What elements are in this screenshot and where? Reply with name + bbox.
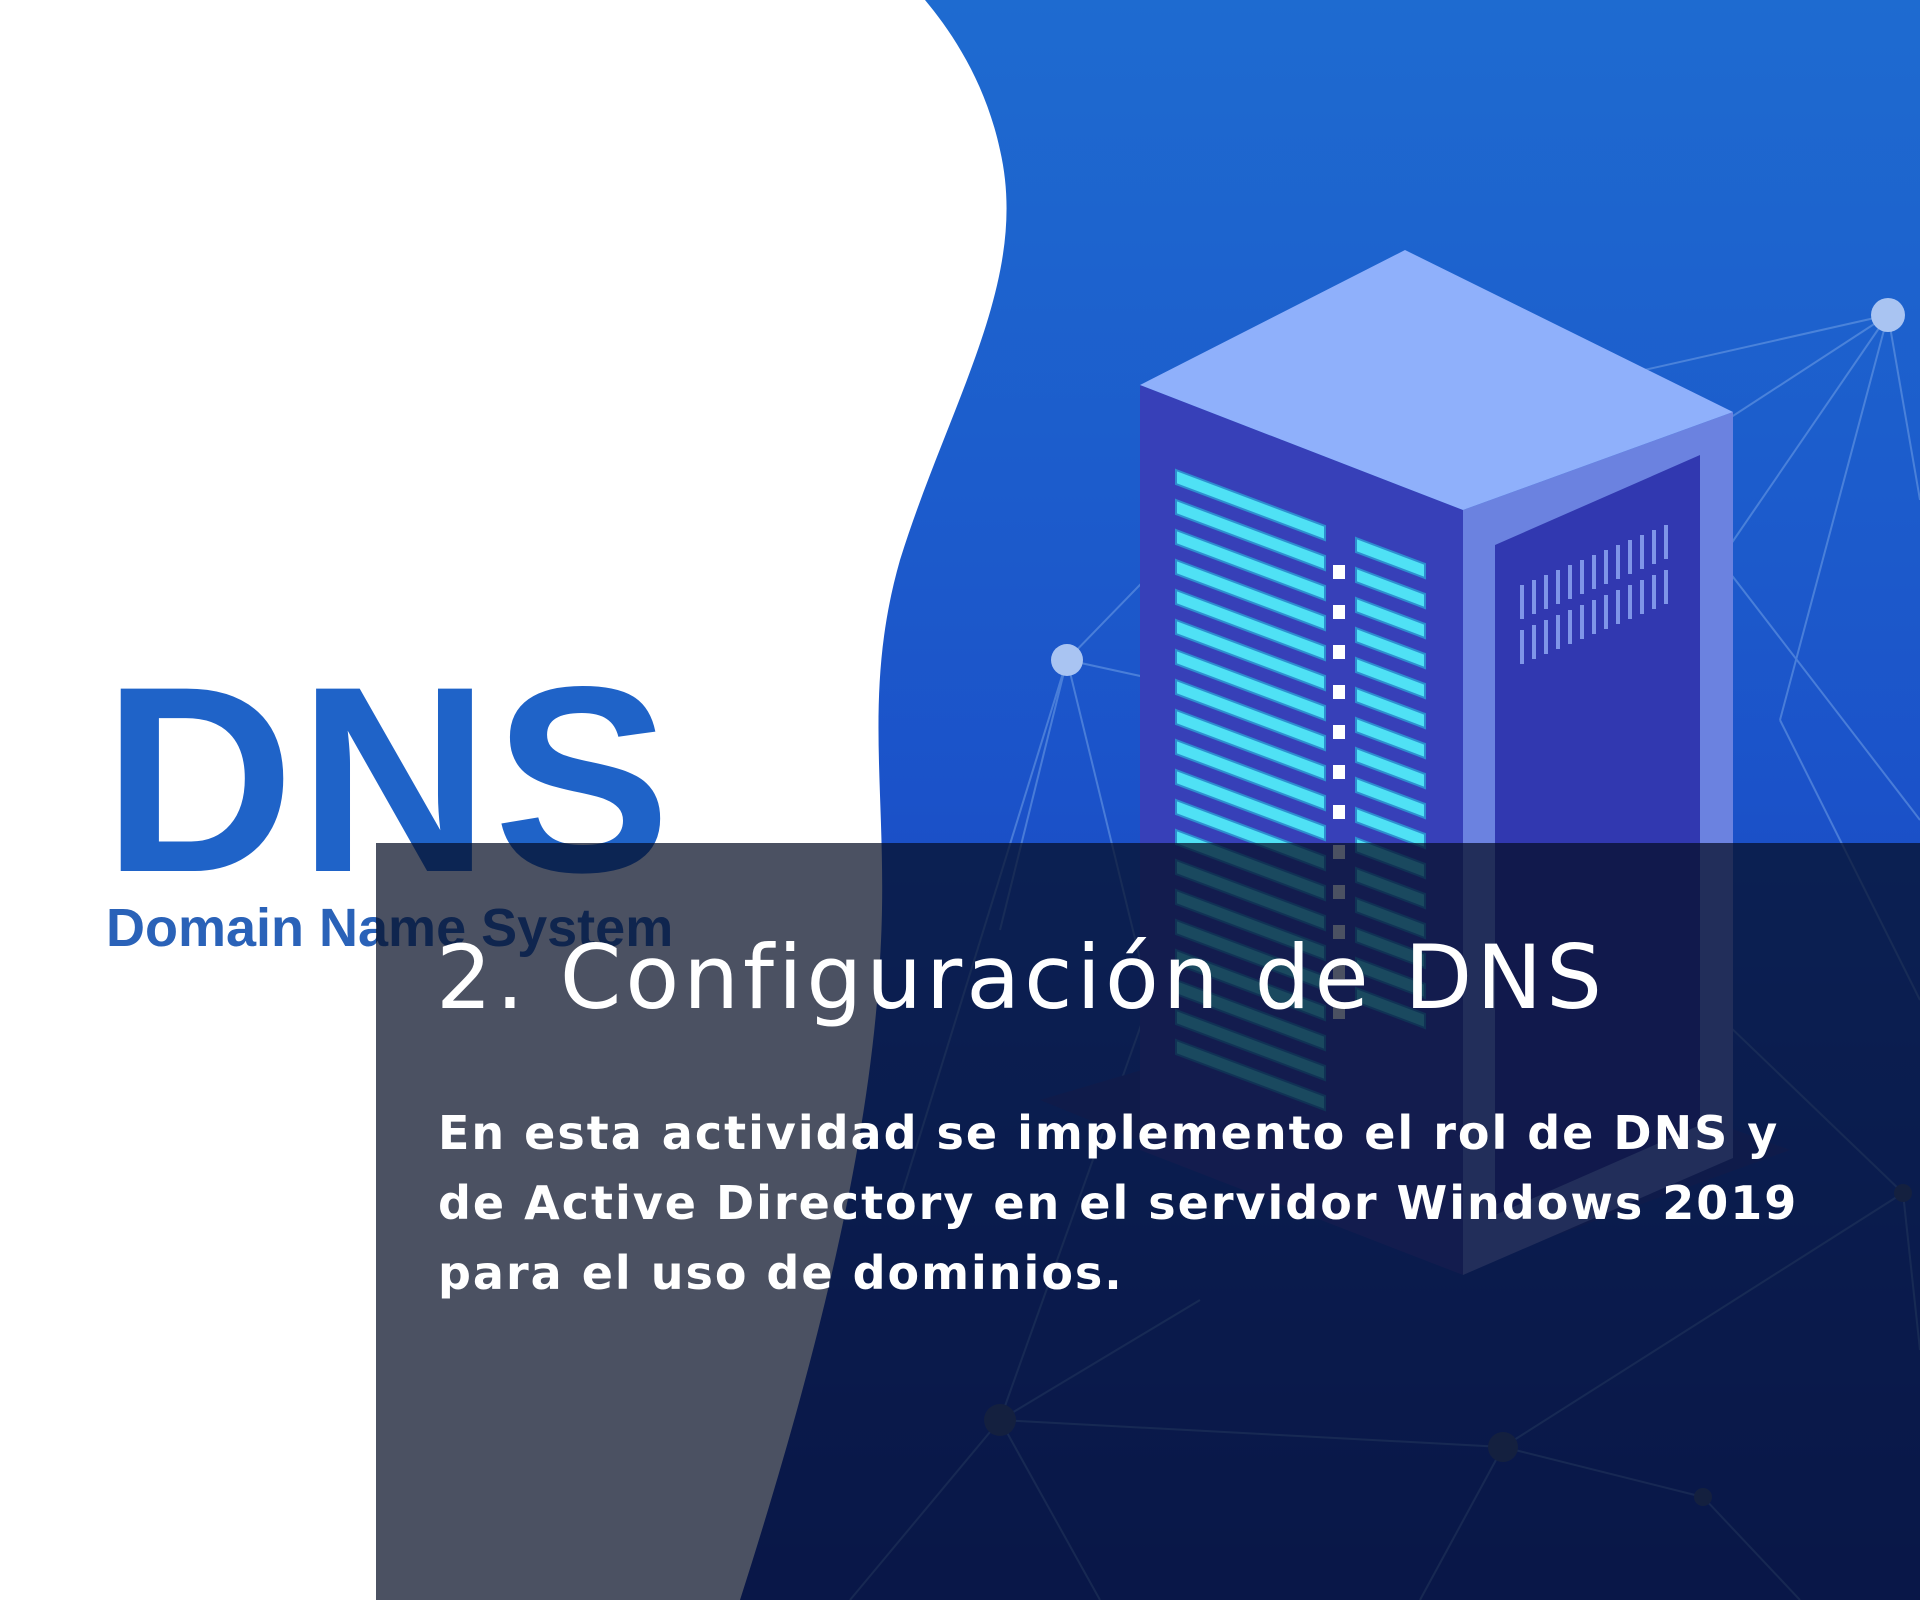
panel-description: En esta actividad se implemento el rol d… (438, 1106, 1799, 1300)
panel-title: 2. Configuración de DNS (436, 926, 1606, 1029)
info-overlay-panel: 2. Configuración de DNS En esta activida… (376, 843, 1920, 1600)
